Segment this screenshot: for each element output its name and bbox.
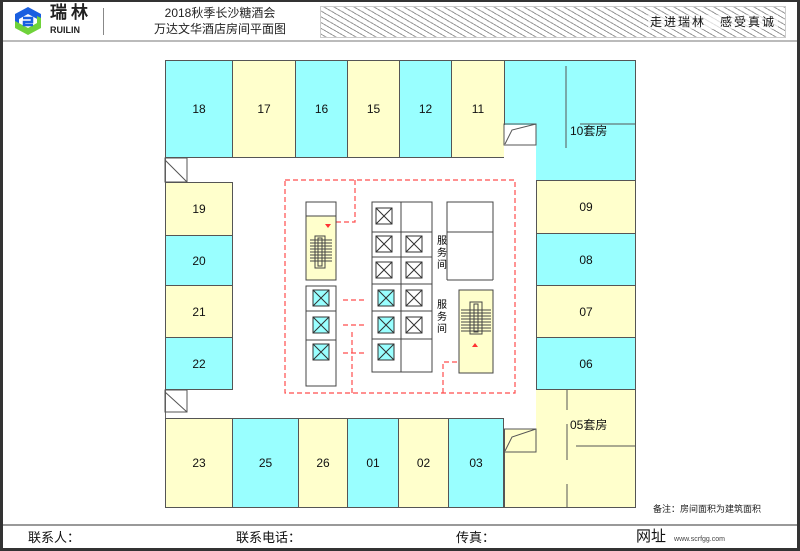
header-divider <box>103 8 104 35</box>
elevator-icon <box>375 235 393 253</box>
room-11[interactable]: 11 <box>451 60 505 158</box>
room-21[interactable]: 21 <box>165 285 233 338</box>
website-url[interactable]: www.scrfgg.com <box>674 536 725 543</box>
room-02[interactable]: 02 <box>398 418 449 508</box>
fax-label: 传真： <box>456 530 496 545</box>
website-label: 网址 <box>636 528 667 545</box>
brand-name: 瑞林 <box>50 3 92 22</box>
elevator-icon <box>375 207 393 225</box>
room-01[interactable]: 01 <box>347 418 399 508</box>
elevator-icon <box>312 343 330 361</box>
title-line-2: 万达文华酒店房间平面图 <box>153 22 286 36</box>
room-15[interactable]: 15 <box>347 60 400 158</box>
elevator-icon <box>405 235 423 253</box>
corridor-notch <box>504 389 536 429</box>
room-07[interactable]: 07 <box>536 285 636 338</box>
room-25[interactable]: 25 <box>232 418 299 508</box>
room-20[interactable]: 20 <box>165 235 233 286</box>
footer-divider-line <box>3 524 797 526</box>
area-note: 备注：房间面积为建筑面积 <box>653 504 762 514</box>
room-16[interactable]: 16 <box>295 60 348 158</box>
header-divider-line <box>3 40 797 42</box>
room-03[interactable]: 03 <box>448 418 504 508</box>
elevator-icon <box>375 261 393 279</box>
room-09[interactable]: 09 <box>536 180 636 234</box>
title-line-1: 2018秋季长沙糖酒会 <box>164 6 276 20</box>
elevator-icon <box>405 316 423 334</box>
room-18[interactable]: 18 <box>165 60 233 158</box>
room-17[interactable]: 17 <box>232 60 296 158</box>
elevator-icon <box>405 289 423 307</box>
room-26[interactable]: 26 <box>298 418 348 508</box>
room-22[interactable]: 22 <box>165 337 233 390</box>
elevator-icon <box>377 343 395 361</box>
elevator-icon <box>312 289 330 307</box>
service-room-label-2: 服务间 <box>437 300 447 335</box>
room-10-label: 10套房 <box>570 124 608 138</box>
brand-name-en: RUILIN <box>50 25 80 35</box>
elevator-icon <box>405 261 423 279</box>
phone-label: 联系电话： <box>236 530 302 545</box>
elevator-icon <box>377 289 395 307</box>
elevator-icon <box>377 316 395 334</box>
elevator-icon <box>312 316 330 334</box>
service-room-label-1: 服务间 <box>437 236 447 271</box>
slogan: 走进瑞林 感受真诚 <box>647 15 778 29</box>
room-12[interactable]: 12 <box>399 60 452 158</box>
website-row: 网址 www.scrfgg.com <box>636 528 725 548</box>
room-08[interactable]: 08 <box>536 233 636 286</box>
ruilin-logo-icon <box>15 7 41 35</box>
contact-label: 联系人： <box>28 530 81 545</box>
room-05-label: 05套房 <box>570 418 608 432</box>
